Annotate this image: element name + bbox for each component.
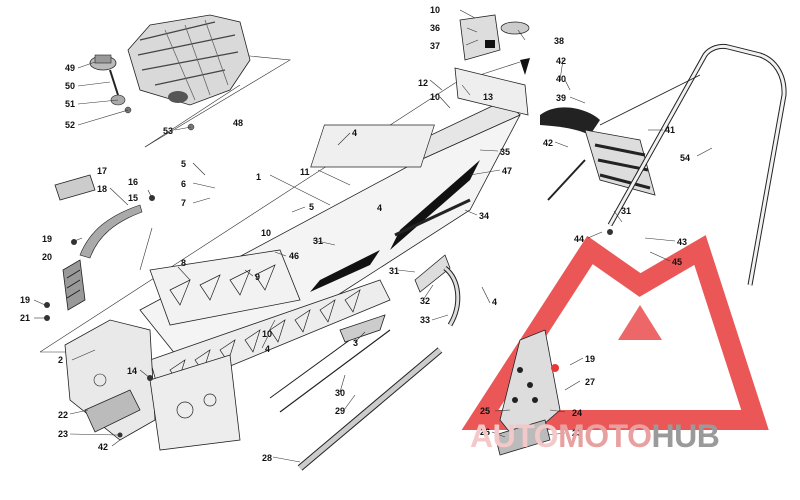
callout-15: 15 [128, 193, 138, 203]
slide-rails [269, 317, 443, 471]
callout-46: 46 [289, 251, 299, 261]
watermark-part-auto: AUTO [470, 418, 559, 454]
callout-9: 9 [255, 272, 260, 282]
callout-4-a: 4 [352, 128, 357, 138]
callout-23-a: 23 [58, 429, 68, 439]
callout-30: 30 [335, 388, 345, 398]
brackets-31-32-33 [339, 254, 461, 343]
snowflap-39-42 [540, 107, 656, 201]
callout-24: 24 [572, 408, 582, 418]
skid-plate-22 [84, 389, 141, 433]
callout-34: 34 [479, 211, 489, 221]
callout-5-upper: 5 [181, 159, 186, 169]
callout-13: 13 [483, 92, 493, 102]
callout-38: 38 [554, 36, 564, 46]
callout-35: 35 [500, 147, 510, 157]
rear-bracket-36-38 [459, 14, 530, 61]
callout-19-b: 19 [20, 295, 30, 305]
callout-labels: 49 50 51 52 53 48 1 11 17 18 16 15 5 6 7… [20, 5, 690, 463]
callout-32: 32 [420, 296, 430, 306]
callout-4-c: 4 [265, 344, 270, 354]
callout-49: 49 [65, 63, 75, 73]
callout-29: 29 [335, 406, 345, 416]
callout-1: 1 [256, 172, 261, 182]
callout-10-b: 10 [430, 92, 440, 102]
leader-lines [33, 9, 713, 463]
callout-28: 28 [262, 453, 272, 463]
callout-42-a: 42 [556, 56, 566, 66]
callout-26: 26 [480, 427, 490, 437]
callout-40: 40 [556, 74, 566, 84]
callout-3: 3 [353, 338, 358, 348]
callout-22: 22 [58, 410, 68, 420]
callout-27: 27 [585, 377, 595, 387]
callout-10-c: 10 [261, 228, 271, 238]
callout-37: 37 [430, 41, 440, 51]
callout-25: 25 [480, 406, 490, 416]
callout-2: 2 [58, 355, 63, 365]
callout-31-c: 31 [389, 266, 399, 276]
callout-41: 41 [665, 125, 675, 135]
callout-51: 51 [65, 99, 75, 109]
callout-42-c: 42 [98, 442, 108, 452]
callout-21: 21 [20, 313, 30, 323]
callout-52: 52 [65, 120, 75, 130]
callout-44: 44 [574, 234, 584, 244]
watermark-part-hub: HUB [651, 418, 720, 454]
callout-10-a: 10 [430, 5, 440, 15]
watermark-part-moto: MOTO [558, 418, 652, 454]
callout-53: 53 [163, 126, 173, 136]
callout-54: 54 [680, 153, 690, 163]
callout-4-b: 4 [377, 203, 382, 213]
callout-23-b: 23 [572, 428, 582, 438]
watermark-logo-icon [461, 235, 769, 430]
callout-18: 18 [97, 184, 107, 194]
callout-42-b: 42 [543, 138, 553, 148]
callout-36: 36 [430, 23, 440, 33]
callout-47: 47 [502, 166, 512, 176]
callout-31-b: 31 [313, 236, 323, 246]
callout-19-a: 19 [42, 234, 52, 244]
callout-17: 17 [97, 166, 107, 176]
callout-4-d: 4 [492, 297, 497, 307]
callout-45: 45 [672, 257, 682, 267]
callout-33: 33 [420, 315, 430, 325]
callout-31-a: 31 [621, 206, 631, 216]
callout-14: 14 [127, 366, 137, 376]
callout-39: 39 [556, 93, 566, 103]
callout-16: 16 [128, 177, 138, 187]
callout-10-d: 10 [262, 329, 272, 339]
callout-19-c: 19 [585, 354, 595, 364]
callout-48: 48 [233, 118, 243, 128]
callout-50: 50 [65, 81, 75, 91]
rear-bumper-parts [54, 174, 143, 311]
callout-43: 43 [677, 237, 687, 247]
callout-5-lower: 5 [309, 202, 314, 212]
seat-cushion [127, 14, 251, 106]
callout-8: 8 [181, 258, 186, 268]
footrest-24-27 [494, 329, 561, 456]
fasteners [44, 195, 613, 438]
rear-flap-12-13 [454, 58, 530, 116]
strip-34 [394, 198, 471, 237]
callout-7: 7 [181, 198, 186, 208]
callout-11: 11 [300, 167, 310, 177]
watermark-text: AUTOMOTOHUB [470, 418, 720, 455]
callout-6: 6 [181, 179, 186, 189]
callout-20: 20 [42, 252, 52, 262]
rear-rack-54 [599, 43, 787, 286]
callout-12: 12 [418, 78, 428, 88]
